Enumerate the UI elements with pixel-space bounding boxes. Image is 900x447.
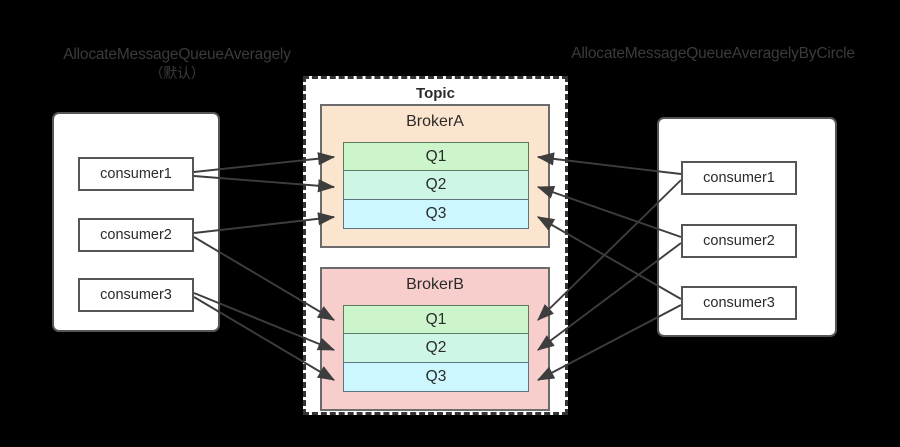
- right-consumer-2: consumer2: [681, 224, 797, 258]
- right-consumer-1: consumer1: [681, 161, 797, 195]
- right-strategy-title: AllocateMessageQueueAveragelyByCircle: [571, 45, 855, 62]
- broker-b: BrokerB Q1 Q2 Q3: [320, 267, 550, 411]
- left-strategy-title-sub: （默认）: [149, 65, 205, 81]
- broker-a-queue-q2: Q2: [343, 170, 529, 201]
- broker-b-label: BrokerB: [406, 276, 464, 293]
- broker-b-queue-q1: Q1: [343, 305, 529, 335]
- left-strategy-title: AllocateMessageQueueAveragely （默认）: [44, 45, 310, 83]
- left-consumer-2: consumer2: [78, 218, 194, 252]
- broker-a-label: BrokerA: [406, 113, 464, 130]
- broker-a: BrokerA Q1 Q2 Q3: [320, 104, 550, 248]
- left-strategy-title-main: AllocateMessageQueueAveragely: [63, 46, 291, 63]
- broker-b-queue-stack: Q1 Q2 Q3: [343, 305, 529, 392]
- left-consumer-3: consumer3: [78, 278, 194, 312]
- broker-a-queue-q3: Q3: [343, 198, 529, 229]
- broker-a-queue-q1: Q1: [343, 142, 529, 172]
- broker-a-queue-stack: Q1 Q2 Q3: [343, 142, 529, 229]
- left-consumer-1: consumer1: [78, 157, 194, 191]
- topic-label: Topic: [416, 85, 455, 102]
- broker-b-queue-q2: Q2: [343, 333, 529, 364]
- right-consumer-3: consumer3: [681, 286, 797, 320]
- broker-b-queue-q3: Q3: [343, 361, 529, 392]
